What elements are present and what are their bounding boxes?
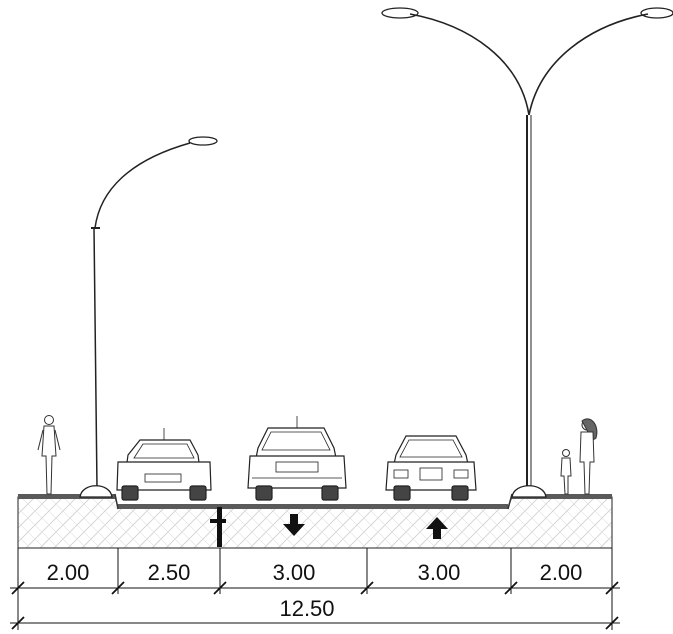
street-light-left bbox=[79, 136, 218, 498]
segment-label-3: 3.00 bbox=[273, 560, 316, 585]
road-surface bbox=[118, 504, 508, 509]
car-lane-1 bbox=[247, 416, 347, 501]
segment-label-2: 2.50 bbox=[148, 560, 191, 585]
segment-label-4: 3.00 bbox=[418, 560, 461, 585]
car-lane-2 bbox=[385, 435, 477, 501]
arrow-up-icon bbox=[426, 517, 448, 539]
segment-labels: 2.00 2.50 3.00 3.00 2.00 12.50 bbox=[47, 560, 583, 621]
street-light-right bbox=[381, 7, 673, 498]
pedestrian-left bbox=[37, 415, 61, 495]
dimension-lines bbox=[10, 548, 620, 630]
segment-label-5: 2.00 bbox=[540, 560, 583, 585]
car-parked bbox=[116, 428, 212, 501]
ground-section bbox=[17, 493, 613, 549]
total-width-label: 12.50 bbox=[279, 596, 334, 621]
pedestrians-right bbox=[560, 418, 598, 495]
segment-label-1: 2.00 bbox=[47, 560, 90, 585]
parking-divider-marker bbox=[210, 507, 226, 547]
arrow-down-icon bbox=[283, 514, 305, 536]
